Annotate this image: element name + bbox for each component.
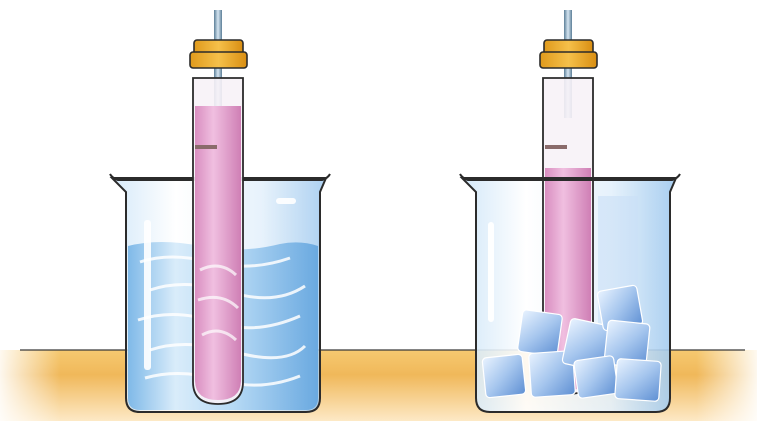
ice-cube	[574, 355, 619, 398]
left-test-tube	[190, 10, 247, 404]
ice-cube	[517, 309, 562, 356]
left-level-mark	[195, 145, 217, 149]
right-level-mark	[545, 145, 567, 149]
left-tube-liquid	[195, 106, 241, 400]
ice-cube	[615, 359, 662, 402]
ice-cube	[482, 354, 526, 398]
